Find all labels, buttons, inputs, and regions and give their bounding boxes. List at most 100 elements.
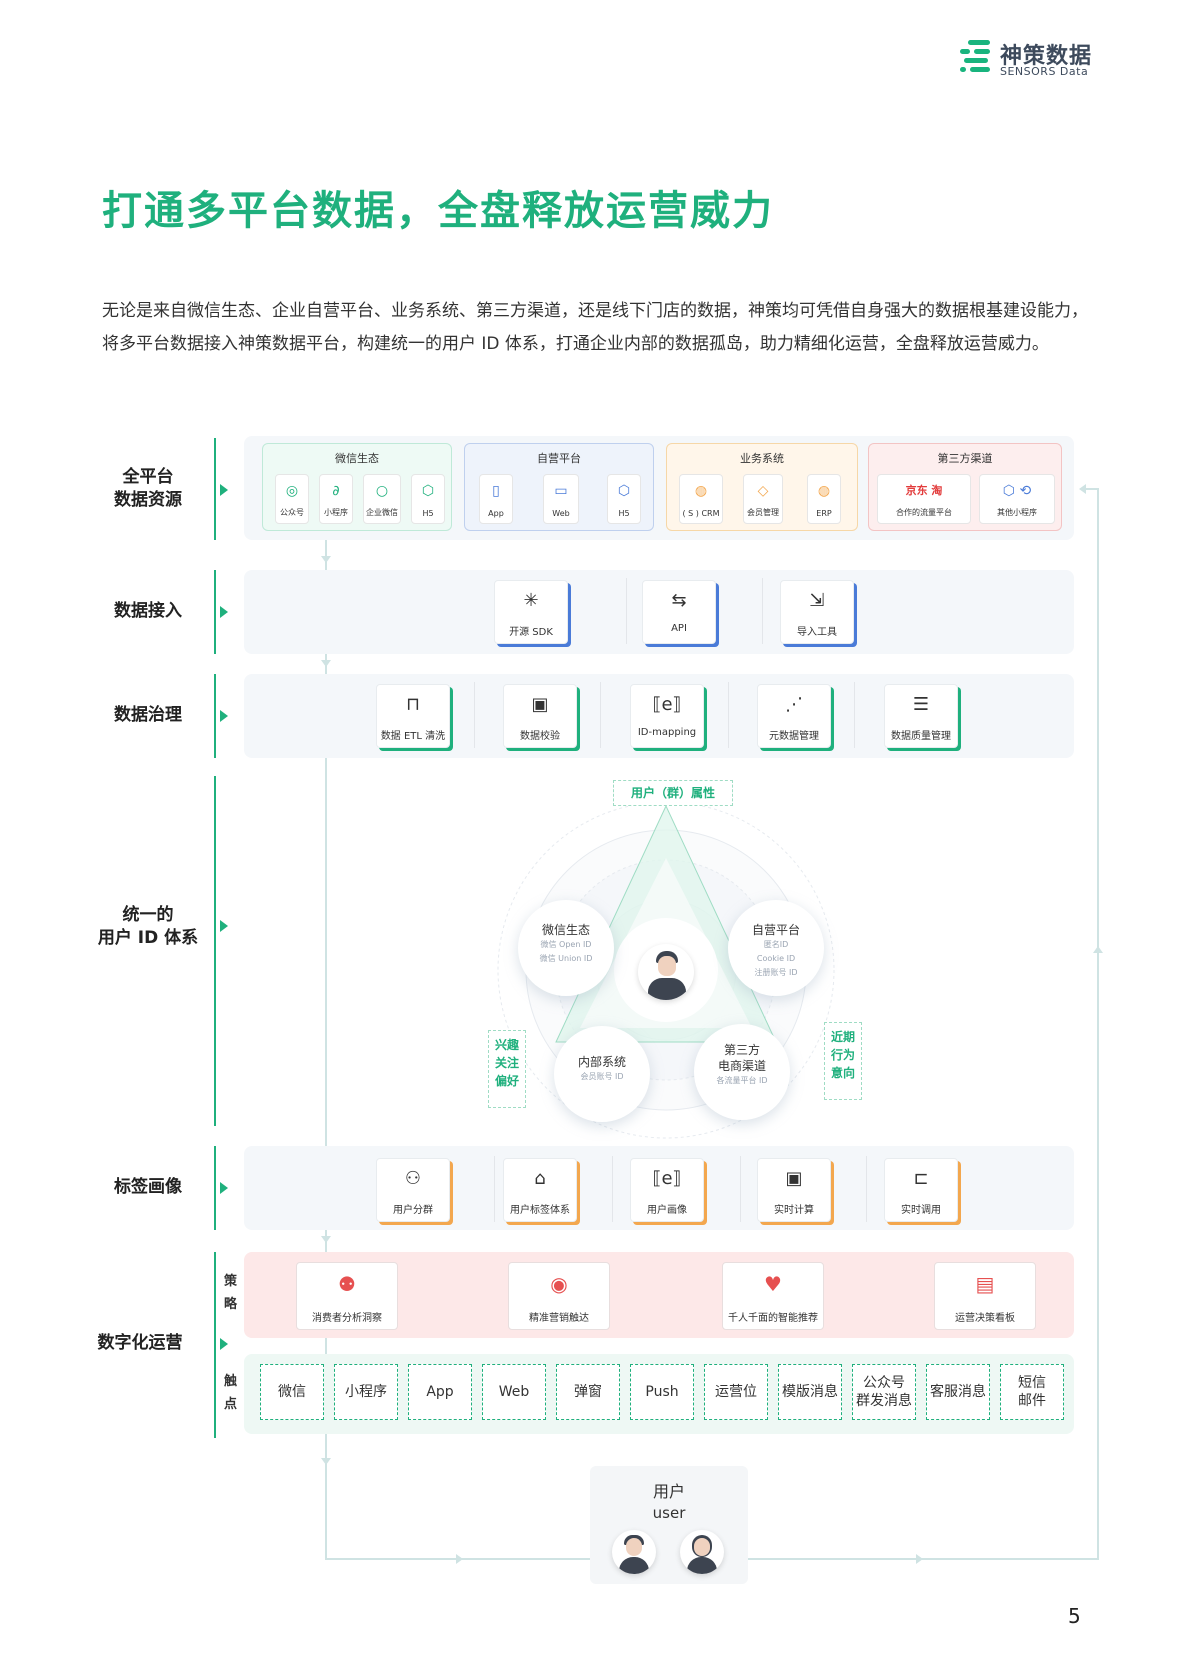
center-user-avatar [638,944,694,1000]
divider [762,578,763,644]
chip-mini-program: ∂小程序 [319,474,353,524]
team-icon: ⚉ [338,1272,356,1296]
chip-gongzhonghao: ◎公众号 [275,474,309,524]
touchpoint-push: Push [630,1364,694,1420]
bubble-wechat: 微信生态 微信 Open ID 微信 Union ID [518,900,614,996]
brand-logo: 神策数据 SENSORS Data [960,38,1160,82]
verify-icon: ▣ [531,694,549,715]
flow-arrow-up-icon [1093,946,1103,953]
tool-api: ⇆API [642,580,716,644]
row-label-ingest: 数据接入 [114,601,182,621]
user-box: 用户 user [590,1466,748,1584]
tag-user-attributes: 用户（群）属性 [613,780,733,806]
divider [474,682,475,748]
touchpoint-wechat: 微信 [260,1364,324,1420]
tool-quality: ☰数据质量管理 [884,684,958,748]
heart-head-icon: ♥ [764,1272,782,1296]
touchpoint-popup: 弹窗 [556,1364,620,1420]
flow-line-left [325,540,327,1560]
chip-work-wechat: ○企业微信 [363,474,401,524]
chip-icon: ▣ [785,1168,803,1189]
row-line-govern [214,674,216,758]
flow-arrow-left-icon [1079,484,1086,494]
flow-arrow-down-icon [321,1236,331,1243]
intro-paragraph: 无论是来自微信生态、企业自营平台、业务系统、第三方渠道，还是线下门店的数据，神策… [102,301,1088,354]
row-line-id [214,776,216,1126]
touchpoint-service-message: 客服消息 [926,1364,990,1420]
chip-crm: ◍( S ) CRM [679,474,723,524]
tool-import: ⇲导入工具 [780,580,854,644]
row-arrow-icon [220,1182,228,1194]
target-icon: ◉ [550,1272,568,1296]
flow-arrow-right-icon [916,1554,923,1564]
chip-h5: ⬡H5 [411,474,445,524]
touchpoint-sms-email: 短信 邮件 [1000,1364,1064,1420]
row-label-id: 统一的 用户 ID 体系 [97,905,199,948]
group-business-system: 业务系统 ◍( S ) CRM ◇会员管理 ◍ERP [666,443,858,531]
group-title: 自营平台 [537,452,581,465]
chip-erp: ◍ERP [807,474,841,524]
flow-line-right [1097,488,1099,1560]
tag-icon: ⌂ [534,1168,546,1189]
touchpoint-banner-slot: 运营位 [704,1364,768,1420]
strategy-dashboard: ▤运营决策看板 [934,1262,1036,1330]
group-wechat: 微信生态 ◎公众号 ∂小程序 ○企业微信 ⬡H5 [262,443,452,531]
tool-verify: ▣数据校验 [503,684,577,748]
user-label-en: user [652,1504,686,1522]
strategy-recommendation: ♥千人千面的智能推荐 [722,1262,824,1330]
row-arrow-icon [220,710,228,722]
bubble-third-party-ecommerce: 第三方 电商渠道 各流量平台 ID [694,1024,790,1120]
group-title: 第三方渠道 [937,452,993,465]
touchpoint-web: Web [482,1364,546,1420]
quality-icon: ☰ [912,694,930,715]
group-third-party: 第三方渠道 京东 淘合作的流量平台 ⬡ ⟲其他小程序 [868,443,1062,531]
flow-arrow-right-icon [456,1554,463,1564]
male-avatar-icon [612,1530,656,1574]
check-badge-icon: ◎ [285,483,299,499]
tool-etl: ⊓数据 ETL 清洗 [376,684,450,748]
usb-icon: ⇆ [671,590,687,611]
strategy-precise-marketing: ◉精准营销触达 [508,1262,610,1330]
phone-icon: ▯ [492,483,500,499]
group-title: 业务系统 [740,452,784,465]
touchpoint-mini-program: 小程序 [334,1364,398,1420]
chat-icon: ○ [375,483,389,499]
row-line-sources [214,438,216,540]
divider [866,1156,867,1222]
sdk-icon: ✳ [523,590,539,611]
tool-metadata: ⋰元数据管理 [757,684,831,748]
chip-member: ◇会员管理 [743,474,783,524]
brand-name-en: SENSORS Data [1000,65,1089,78]
group-title: 微信生态 [335,452,379,465]
tag-interest: 兴趣 关注 偏好 [488,1030,526,1108]
bubble-own-platform: 自营平台 匿名ID Cookie ID 注册账号 ID [728,900,824,996]
strategy-label: 策略 [224,1274,238,1312]
row-arrow-icon [220,920,228,932]
row-label-govern: 数据治理 [114,705,182,725]
divider [626,578,627,644]
row-label-tag: 标签画像 [114,1177,182,1197]
touchpoint-label: 触点 [224,1374,238,1412]
import-icon: ⇲ [809,590,825,611]
h5-icon: ⬡ [617,483,631,499]
bubble-internal-system: 内部系统 会员账号 ID [554,1026,650,1122]
tool-segment: ⚇用户分群 [376,1158,450,1222]
tool-realtime-call: ⊏实时调用 [884,1158,958,1222]
group-icon: ⚇ [404,1168,422,1189]
etl-icon: ⊓ [405,694,421,715]
tool-id-mapping: ⟦e⟧ID-mapping [630,684,704,748]
flow-line-top [1086,488,1098,490]
page-number: 5 [1068,1604,1081,1628]
dashboard-icon: ▤ [975,1272,995,1296]
brand-name: 神策数据 [1000,44,1093,69]
page-title: 打通多平台数据，全盘释放运营威力 [102,188,774,234]
mini-apps-icon: ⬡ ⟲ [1002,483,1032,499]
profile-icon: ⟦e⟧ [652,1168,682,1189]
crm-icon: ◍ [694,483,708,499]
divider [612,1156,613,1222]
divider [854,682,855,748]
id-mapping-icon: ⟦e⟧ [652,694,682,715]
row-line-ingest [214,570,216,654]
row-arrow-icon [220,606,228,618]
platform-logos-icon: 京东 淘 [905,484,943,497]
